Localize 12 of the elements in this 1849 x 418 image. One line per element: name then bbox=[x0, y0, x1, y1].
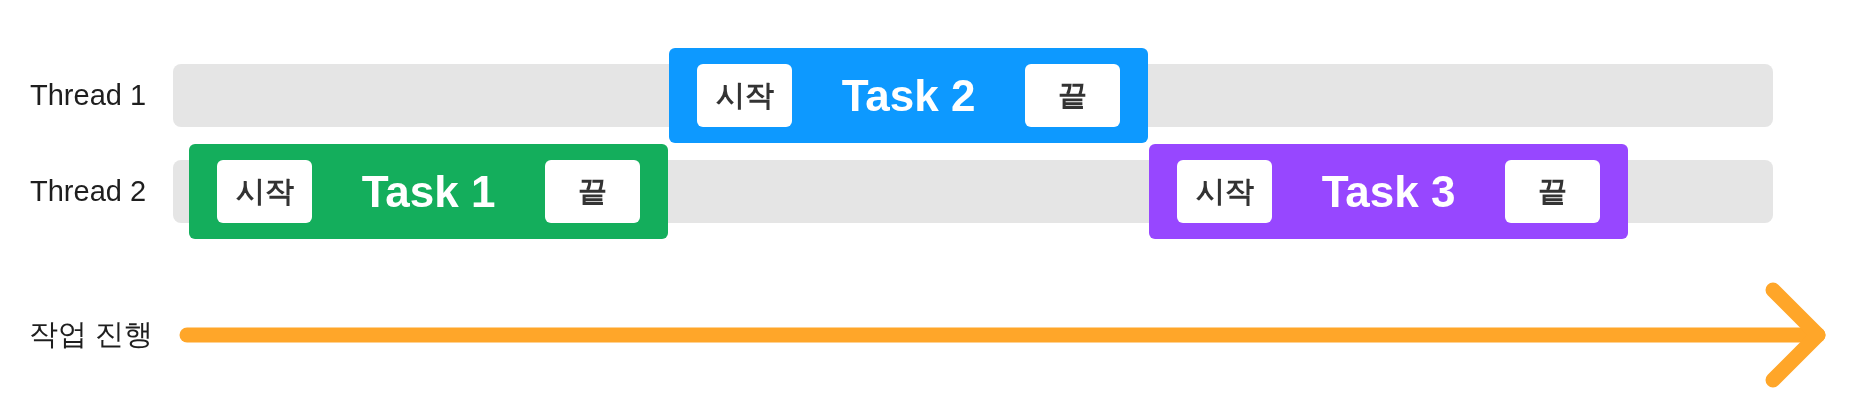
task-title: Task 1 bbox=[361, 166, 496, 217]
thread-label: Thread 2 bbox=[30, 174, 147, 209]
start-tag: 시작 bbox=[697, 64, 792, 127]
start-tag: 시작 bbox=[217, 160, 312, 223]
end-tag: 끝 bbox=[1505, 160, 1600, 223]
end-tag: 끝 bbox=[545, 160, 640, 223]
task-title: Task 2 bbox=[841, 70, 976, 121]
task-title: Task 3 bbox=[1321, 166, 1456, 217]
thread-label: Thread 1 bbox=[30, 78, 147, 113]
start-tag: 시작 bbox=[1177, 160, 1272, 223]
axis-label: 작업 진행 bbox=[29, 318, 154, 352]
end-tag: 끝 bbox=[1025, 64, 1120, 127]
